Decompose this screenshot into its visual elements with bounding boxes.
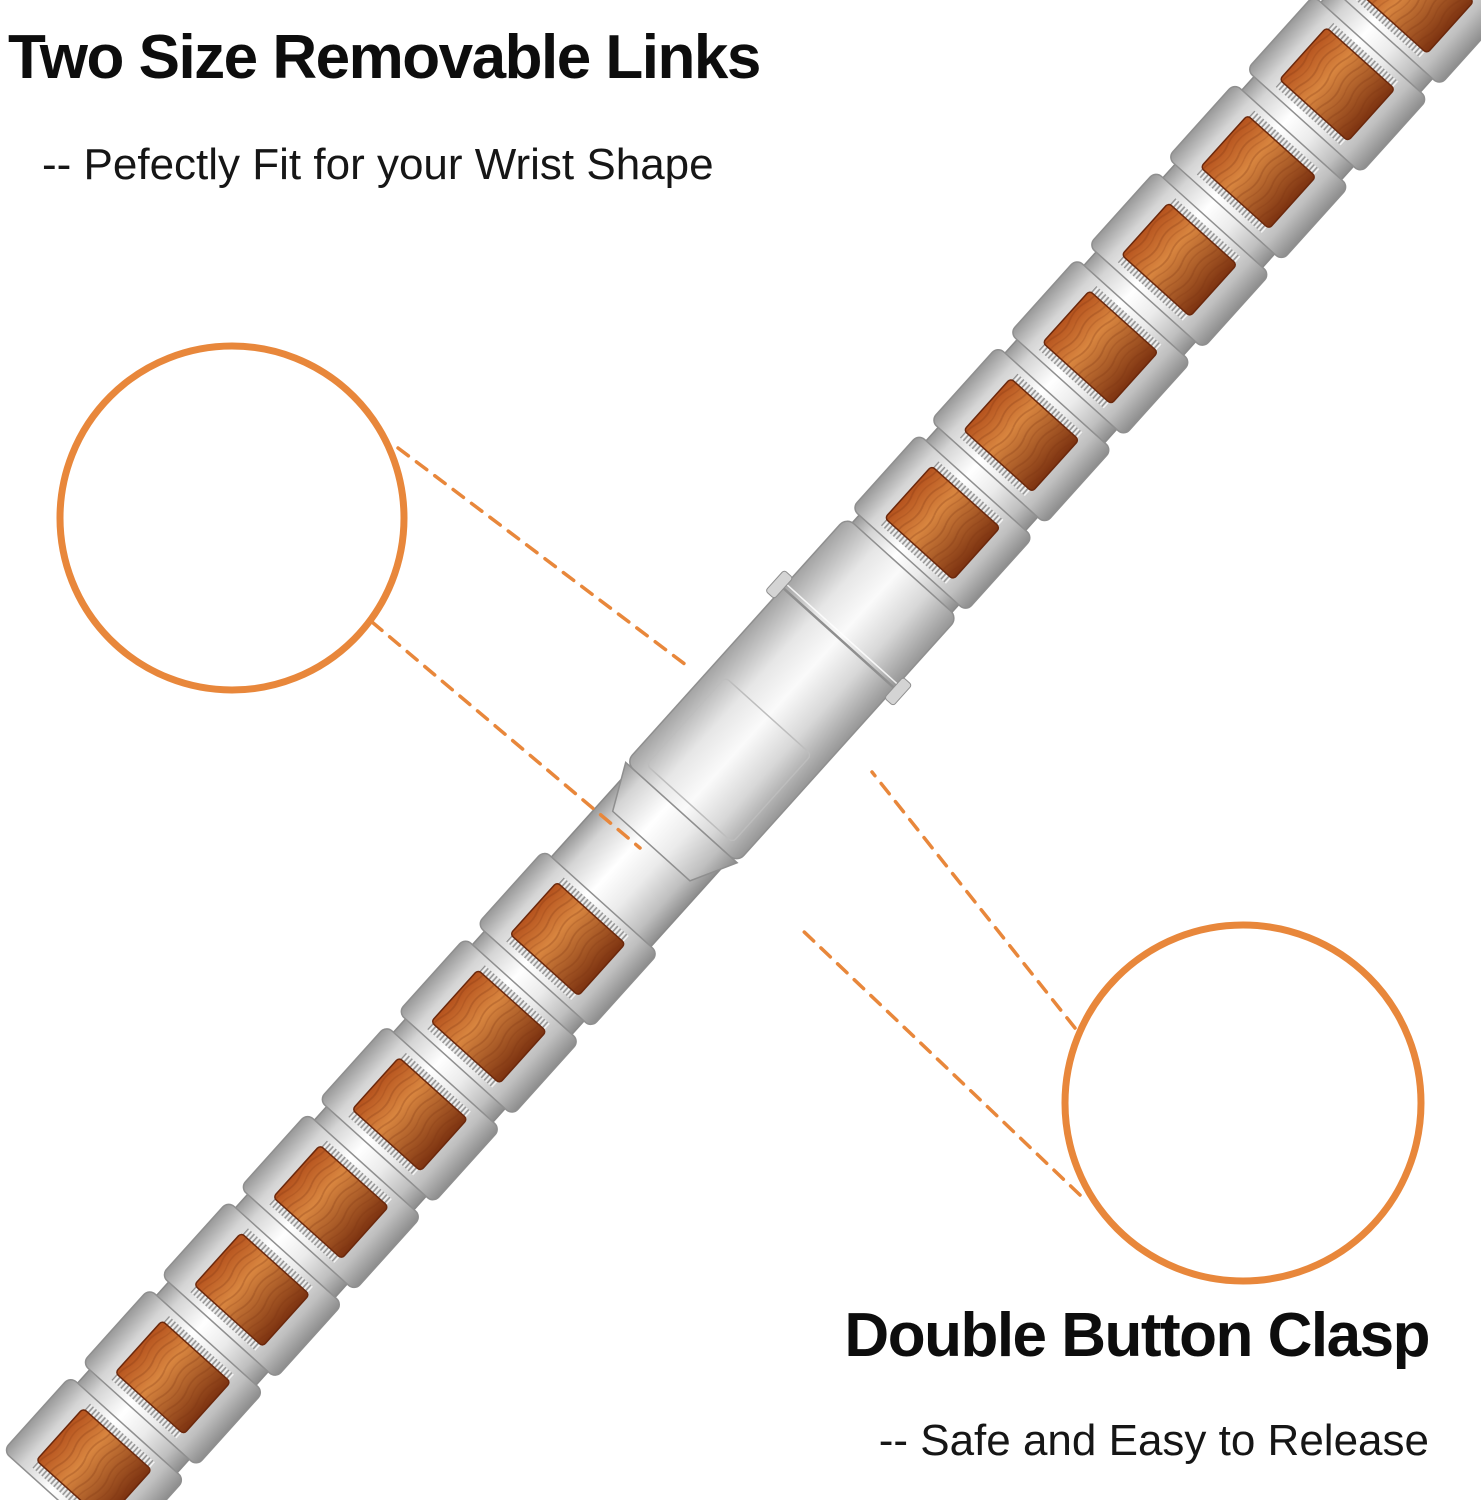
clasp-title: Double Button Clasp (844, 1301, 1430, 1370)
removable-links-title: Two Size Removable Links (8, 23, 761, 92)
removable-link-callout (56, 342, 408, 694)
clasp-callout (1061, 921, 1425, 1285)
clasp (611, 520, 955, 882)
clasp-button (766, 570, 793, 599)
callout-circle (1061, 921, 1425, 1285)
callout-circle (56, 342, 408, 694)
clasp-button (885, 677, 912, 706)
clasp-subtitle: -- Safe and Easy to Release (878, 1416, 1429, 1465)
callout-connector-line (870, 770, 1077, 1030)
removable-links-subtitle: -- Pefectly Fit for your Wrist Shape (42, 140, 714, 189)
callout-connector-line (396, 446, 692, 670)
callout-connector-line (370, 620, 642, 850)
callout-connector-line (798, 926, 1082, 1197)
